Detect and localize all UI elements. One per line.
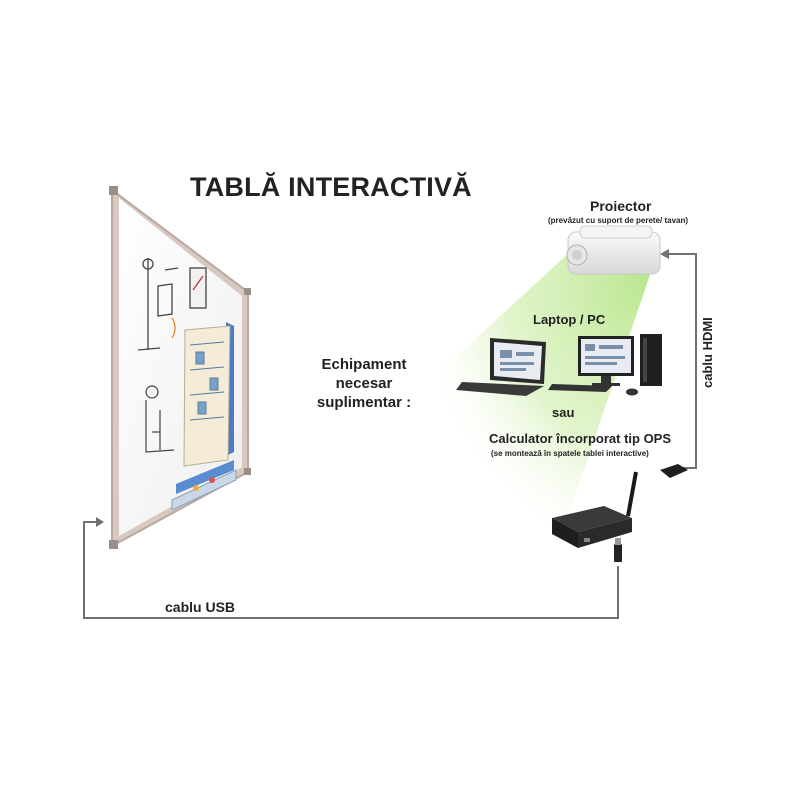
whiteboard-schematic-lines bbox=[189, 341, 225, 421]
interactive-whiteboard bbox=[109, 186, 251, 549]
pc-tower-front bbox=[643, 338, 647, 382]
projector-label: Proiector bbox=[590, 198, 652, 214]
usb-arrow-head bbox=[96, 517, 104, 527]
extra-equipment-line3: suplimentar : bbox=[316, 394, 412, 411]
usb-cable-line bbox=[83, 521, 619, 619]
laptop bbox=[456, 338, 546, 396]
extra-equipment-line2: necesar bbox=[335, 375, 393, 392]
usb-cable-label: cablu USB bbox=[165, 599, 236, 615]
tray-item bbox=[209, 477, 215, 483]
monitor-stand bbox=[601, 376, 611, 384]
or-label: sau bbox=[552, 405, 575, 420]
whiteboard-lab-sketch bbox=[137, 258, 207, 351]
whiteboard-blue-band bbox=[176, 460, 234, 494]
ops-label: Calculator încorporat tip OPS bbox=[489, 431, 672, 446]
pc-keyboard bbox=[548, 384, 612, 392]
projector bbox=[566, 225, 661, 275]
frame-corner bbox=[109, 540, 118, 549]
ops-side bbox=[552, 518, 578, 548]
monitor-screen-content bbox=[585, 344, 625, 365]
ops-usb-port bbox=[584, 538, 590, 542]
projector-note: (prevăzut cu suport de perete/ tavan) bbox=[548, 216, 689, 225]
extra-equipment-line1: Echipament bbox=[321, 356, 407, 373]
frame-corner bbox=[244, 468, 251, 475]
whiteboard-circuit-sketch bbox=[145, 385, 175, 453]
ops-computer bbox=[552, 471, 638, 548]
ops-note: (se montează în spatele tablei interacti… bbox=[491, 449, 649, 458]
frame-corner bbox=[109, 186, 118, 195]
projection-beam bbox=[420, 250, 655, 540]
usb-plug-tip bbox=[615, 538, 621, 545]
projector-top bbox=[579, 225, 653, 239]
laptop-display bbox=[494, 342, 542, 380]
laptop-screen-content bbox=[500, 350, 534, 371]
ops-front bbox=[578, 518, 632, 548]
desktop-pc bbox=[548, 334, 662, 396]
hdmi-arrow-head bbox=[660, 249, 669, 259]
hdmi-cable-label: cablu HDMI bbox=[700, 317, 715, 388]
computer-label: Laptop / PC bbox=[533, 312, 606, 327]
tray-item bbox=[193, 485, 199, 491]
ops-body bbox=[552, 506, 632, 532]
laptop-keyboard bbox=[456, 382, 544, 396]
projector-lens-glass bbox=[572, 250, 582, 260]
frame-corner bbox=[244, 288, 251, 295]
usb-plug bbox=[614, 544, 622, 562]
diagram-title: TABLĂ INTERACTIVĂ bbox=[190, 172, 472, 202]
monitor-base bbox=[592, 383, 620, 386]
ops-antenna bbox=[626, 471, 638, 517]
hdmi-plug bbox=[660, 464, 688, 478]
extra-equipment-label: Echipament necesar suplimentar : bbox=[296, 355, 432, 412]
whiteboard-schematic-panel bbox=[183, 325, 231, 467]
pc-mouse bbox=[626, 388, 638, 396]
